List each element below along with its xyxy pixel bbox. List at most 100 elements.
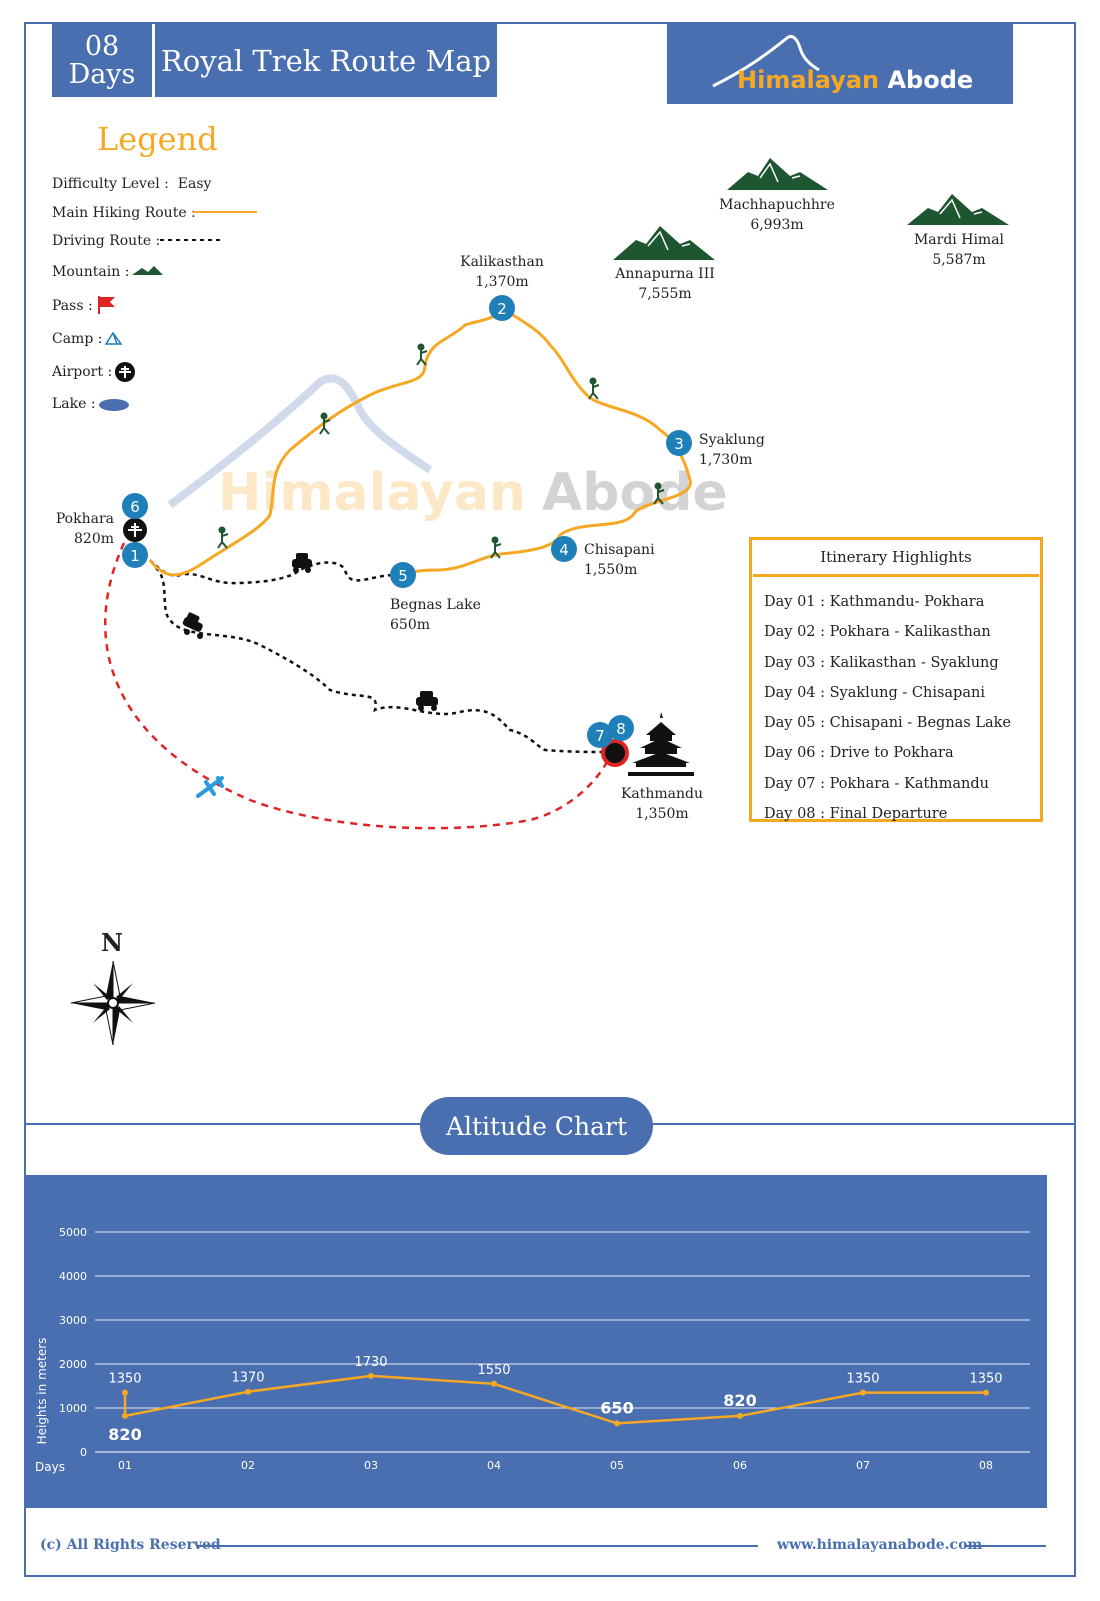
watermark-logo: Himalayan Abode (167, 374, 728, 523)
mountain-icon-annapurna (613, 226, 715, 260)
footer-rights: (c) All Rights Reserved (40, 1537, 221, 1553)
altitude-value-label: 1730 (354, 1355, 387, 1370)
stop-markers: 2 3 4 5 6 1 7 8 (122, 295, 692, 748)
svg-text:4: 4 (559, 541, 569, 559)
stop-marker-1[interactable]: 1 (122, 542, 148, 568)
altitude-point (860, 1389, 866, 1396)
days-word: Days (68, 58, 136, 90)
brand-logo[interactable]: Himalayan Abode (667, 24, 1013, 104)
altitude-value-label: 1550 (477, 1363, 510, 1378)
place-altitude: 1,550m (584, 562, 638, 578)
compass-north-label: N (101, 928, 123, 957)
y-tick-label: 3000 (59, 1314, 87, 1327)
altitude-point (245, 1388, 251, 1395)
itinerary-item: Day 02 : Pokhara - Kalikasthan (764, 624, 991, 641)
svg-text:5: 5 (398, 567, 408, 585)
stop-marker-2[interactable]: 2 (489, 295, 515, 321)
hiker-icon (653, 482, 665, 505)
kathmandu-marker-icon (601, 739, 629, 767)
mountain-icon-machhapuchhre (727, 158, 828, 190)
altitude-point (368, 1372, 374, 1379)
car-icon-1 (292, 553, 312, 573)
x-tick-label: 08 (979, 1459, 993, 1472)
label-annapurna: Annapurna III 7,555m (605, 264, 725, 304)
itinerary-list: Day 01 : Kathmandu- Pokhara Day 02 : Pok… (752, 577, 1040, 829)
temple-icon (628, 712, 694, 776)
place-name: Begnas Lake (390, 597, 481, 613)
difficulty-label: Difficulty Level : (52, 176, 169, 192)
place-altitude: 1,730m (699, 452, 753, 468)
legend-driving-route: Driving Route : (52, 233, 161, 249)
svg-text:2: 2 (497, 300, 507, 318)
car-icon-2 (182, 612, 203, 639)
pokhara-airport-icon (123, 518, 147, 542)
logo-text: Himalayan Abode (737, 66, 973, 94)
stop-marker-5[interactable]: 5 (390, 562, 416, 588)
label-begnas-lake: Begnas Lake 650m (390, 595, 481, 635)
itinerary-item: Day 04 : Syaklung - Chisapani (764, 684, 985, 701)
car-icon-3 (416, 691, 438, 711)
stop-marker-4[interactable]: 4 (551, 536, 577, 562)
flight-route (104, 542, 614, 830)
page-title: Royal Trek Route Map (155, 24, 497, 97)
difficulty-value: Easy (177, 176, 212, 192)
label-syaklung: Syaklung 1,730m (699, 430, 765, 470)
svg-text:6: 6 (130, 498, 140, 516)
stop-marker-3[interactable]: 3 (666, 430, 692, 456)
itinerary-item: Day 03 : Kalikasthan - Syaklung (764, 654, 999, 671)
mountain-altitude: 6,993m (750, 217, 804, 233)
itinerary-item: Day 01 : Kathmandu- Pokhara (764, 594, 985, 610)
legend-pass: Pass : (52, 298, 93, 314)
mountain-altitude: 7,555m (638, 286, 692, 302)
y-axis-label: Heights in meters (35, 1338, 49, 1445)
legend-lake-icon (99, 399, 129, 411)
x-tick-label: 01 (118, 1459, 132, 1472)
altitude-point (491, 1380, 497, 1387)
x-tick-label: 05 (610, 1459, 624, 1472)
itinerary-item: Day 06 : Drive to Pokhara (764, 745, 954, 762)
legend-mountain: Mountain : (52, 264, 130, 280)
itinerary-item: Day 08 : Final Departure (764, 806, 948, 823)
mountain-name: Machhapuchhre (719, 197, 835, 213)
x-tick-label: 07 (856, 1459, 870, 1472)
altitude-value-label: 820 (108, 1425, 141, 1444)
label-pokhara: Pokhara 820m (44, 509, 114, 549)
footer-url[interactable]: www.himalayanabode.com (777, 1537, 983, 1553)
mountain-altitude: 5,587m (932, 252, 986, 268)
days-number: 08 (84, 30, 120, 62)
stop-marker-8[interactable]: 8 (608, 715, 634, 741)
stop-marker-7[interactable]: 7 (587, 722, 613, 748)
place-altitude: 820m (74, 531, 114, 547)
x-axis-label: Days (35, 1460, 65, 1474)
place-name: Chisapani (584, 542, 655, 558)
hiker-icon (416, 343, 428, 366)
altitude-value-label: 1350 (969, 1372, 1002, 1387)
days-badge: 08 Days (52, 24, 152, 97)
altitude-value-label: 820 (723, 1391, 756, 1410)
place-altitude: 650m (390, 617, 430, 633)
stop-marker-6[interactable]: 6 (122, 493, 148, 519)
mountain-name: Annapurna III (615, 266, 715, 282)
hiker-icon (588, 377, 600, 400)
y-tick-label: 5000 (59, 1226, 87, 1239)
route-map: Himalayan Abode (70, 158, 1009, 1046)
mountain-icon-mardi (907, 194, 1009, 225)
itinerary-item: Day 07 : Pokhara - Kathmandu (764, 775, 989, 792)
altitude-chart-title: Altitude Chart (420, 1097, 653, 1155)
logo-word-1: Himalayan (737, 66, 880, 94)
x-tick-label: 02 (241, 1459, 255, 1472)
place-altitude: 1,350m (635, 806, 689, 822)
plane-icon (196, 776, 224, 798)
label-kalikasthan: Kalikasthan 1,370m (452, 252, 552, 292)
logo-word-2: Abode (887, 66, 974, 94)
altitude-value-label: 1370 (231, 1371, 264, 1386)
x-tick-label: 06 (733, 1459, 747, 1472)
hiker-icon (217, 526, 229, 549)
legend-airport: Airport : (52, 364, 113, 380)
y-tick-label: 2000 (59, 1358, 87, 1371)
legend-camp-tent-icon (104, 331, 123, 345)
altitude-point (737, 1412, 743, 1419)
itinerary-title: Itinerary Highlights (753, 540, 1039, 577)
legend-mountain-icon (132, 266, 163, 275)
